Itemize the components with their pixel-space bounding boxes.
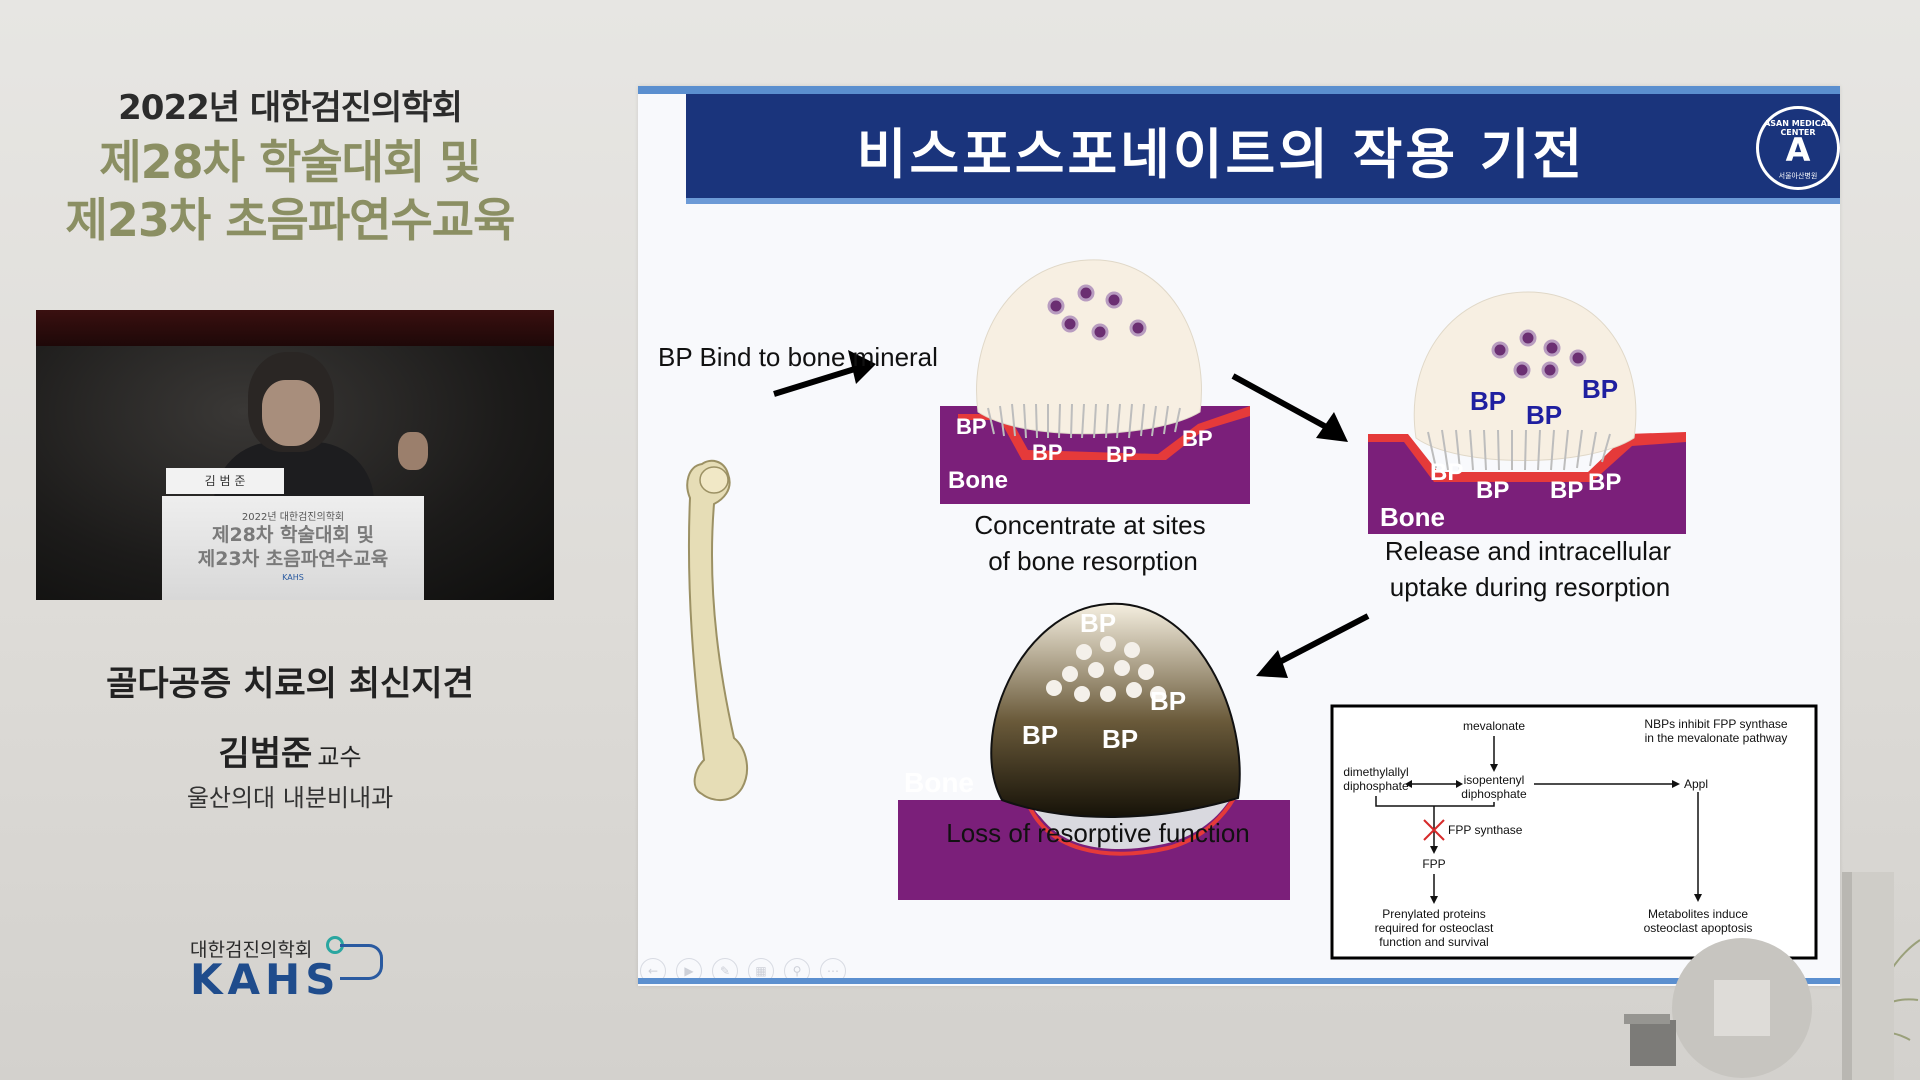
podium-logo: KAHS (282, 573, 304, 582)
speaker-name: 김범준 (218, 734, 313, 774)
conference-title-line1: 제28차 학술대회 및 (99, 135, 481, 189)
speaker-line: 김범준 교수 (0, 726, 580, 775)
step4-caption: Loss of resorptive function (946, 818, 1250, 848)
left-panel: 2022년 대한검진의학회 제28차 학술대회 및 제23차 초음파연수교육 김… (0, 0, 620, 1080)
organization-name: 대한검진의학회 (190, 939, 313, 961)
osteoclast-stage3: BP BP BP BP Bone (898, 602, 1290, 900)
podium: 2022년 대한검진의학회 제28차 학술대회 및 제23차 초음파연수교육 K… (162, 496, 424, 600)
bp-label: BP (1080, 608, 1116, 638)
inhibition-x-icon (1423, 819, 1445, 841)
slide-title: 비스포스포네이트의 작용 기전 (856, 123, 1586, 186)
pathway-prenylated-line2: required for osteoclast (1375, 921, 1494, 935)
bp-label: BP (956, 414, 987, 439)
speaker-hand (398, 432, 428, 470)
bp-label: BP (1022, 720, 1058, 750)
step2-caption-line1: Concentrate at sites (974, 510, 1205, 540)
conference-title-line2: 제23차 초음파연수교육 (65, 193, 516, 247)
femur-illustration (686, 459, 749, 801)
seal-top-text: ASAN MEDICAL CENTER (1764, 119, 1832, 137)
pathway-fpp: FPP (1422, 857, 1445, 871)
pathway-prenylated-line1: Prenylated proteins (1382, 907, 1485, 921)
osteoclast-stage2: BP BP BP BP BP BP BP Bone (1368, 291, 1686, 534)
podium-line1: 제28차 학술대회 및 (211, 524, 375, 546)
pathway-prenylated-line3: function and survival (1379, 935, 1488, 949)
pathway-appl: Appl (1684, 777, 1708, 791)
pathway-dimethyl-line2: diphosphate (1343, 779, 1409, 793)
pathway-note-line1: NBPs inhibit FPP synthase (1644, 717, 1788, 731)
pathway-mevalonate: mevalonate (1463, 719, 1525, 733)
seal-letter: A (1785, 131, 1811, 169)
speaker-affiliation: 울산의대 내분비내과 (186, 784, 394, 812)
slide-top-line (638, 86, 1840, 94)
asan-medical-center-seal: ASAN MEDICAL CENTER A 서울아산병원 (1756, 106, 1840, 190)
bp-label: BP (1588, 469, 1621, 496)
arrow-step2 (1231, 373, 1348, 442)
presentation-slide: 비스포스포네이트의 작용 기전 ASAN MEDICAL CENTER A 서울… (638, 86, 1840, 986)
step3-caption-line2: uptake during resorption (1390, 572, 1670, 602)
step1-label: BP Bind to bone mineral (658, 342, 938, 372)
step3-caption-line1: Release and intracellular (1385, 536, 1672, 566)
slide-bottom-line (638, 978, 1840, 984)
nameplate: 김 범 준 (166, 468, 284, 494)
pathway-isopentenyl-line1: isopentenyl (1464, 773, 1525, 787)
arrow-step1 (773, 350, 876, 397)
speaker-face (262, 380, 320, 446)
pathway-isopentenyl-line2: diphosphate (1461, 787, 1527, 801)
arrow-step3 (1256, 613, 1370, 678)
bp-label: BP (1102, 724, 1138, 754)
stage-curtain (36, 310, 554, 346)
bp-label: BP (1476, 477, 1509, 504)
conference-year-line: 2022년 대한검진의학회 (118, 88, 463, 128)
bp-label: BP (1430, 459, 1463, 486)
pathway-metabolites-line2: osteoclast apoptosis (1644, 921, 1753, 935)
podium-line2: 제23차 초음파연수교육 (197, 548, 389, 570)
pathway-dimethyl-line1: dimethylallyl (1343, 765, 1408, 779)
bone-label: Bone (1380, 502, 1445, 532)
mevalonate-pathway-figure: mevalonate NBPs inhibit FPP synthase in … (1330, 704, 1818, 960)
step2-caption-line2: of bone resorption (988, 546, 1198, 576)
bp-label: BP (1470, 386, 1506, 416)
slide-header: 비스포스포네이트의 작용 기전 ASAN MEDICAL CENTER A 서울… (686, 94, 1840, 204)
speaker-video[interactable]: 김 범 준 2022년 대한검진의학회 제28차 학술대회 및 제23차 초음파… (36, 310, 554, 600)
bone-label: Bone (948, 467, 1008, 494)
bone-label: Bone (904, 767, 974, 798)
bp-label: BP (1106, 442, 1137, 467)
decorative-sculptures (1624, 872, 1920, 1080)
bp-label: BP (1182, 426, 1213, 451)
podium-year: 2022년 대한검진의학회 (241, 512, 345, 523)
bp-label: BP (1032, 440, 1063, 465)
bp-label: BP (1150, 686, 1186, 716)
kahs-logo: KAHS (190, 955, 341, 1004)
pathway-note-line2: in the mevalonate pathway (1645, 731, 1788, 745)
bisphosphonate-mechanism-diagram: BP Bind to bone mineral BP BP BP BP B (658, 259, 1818, 960)
kahs-swoosh-icon (340, 944, 383, 980)
seal-bottom-text: 서울아산병원 (1778, 172, 1818, 180)
lecture-title: 골다공증 치료의 최신지견 (106, 664, 474, 704)
bp-label: BP (1526, 400, 1562, 430)
bp-label: BP (1582, 374, 1618, 404)
pathway-metabolites-line1: Metabolites induce (1648, 907, 1748, 921)
pathway-fpp-synthase: FPP synthase (1448, 823, 1523, 837)
osteoclast-stage1: BP BP BP BP Bone (940, 259, 1250, 504)
bp-label: BP (1550, 477, 1583, 504)
speaker-role: 교수 (317, 743, 362, 771)
